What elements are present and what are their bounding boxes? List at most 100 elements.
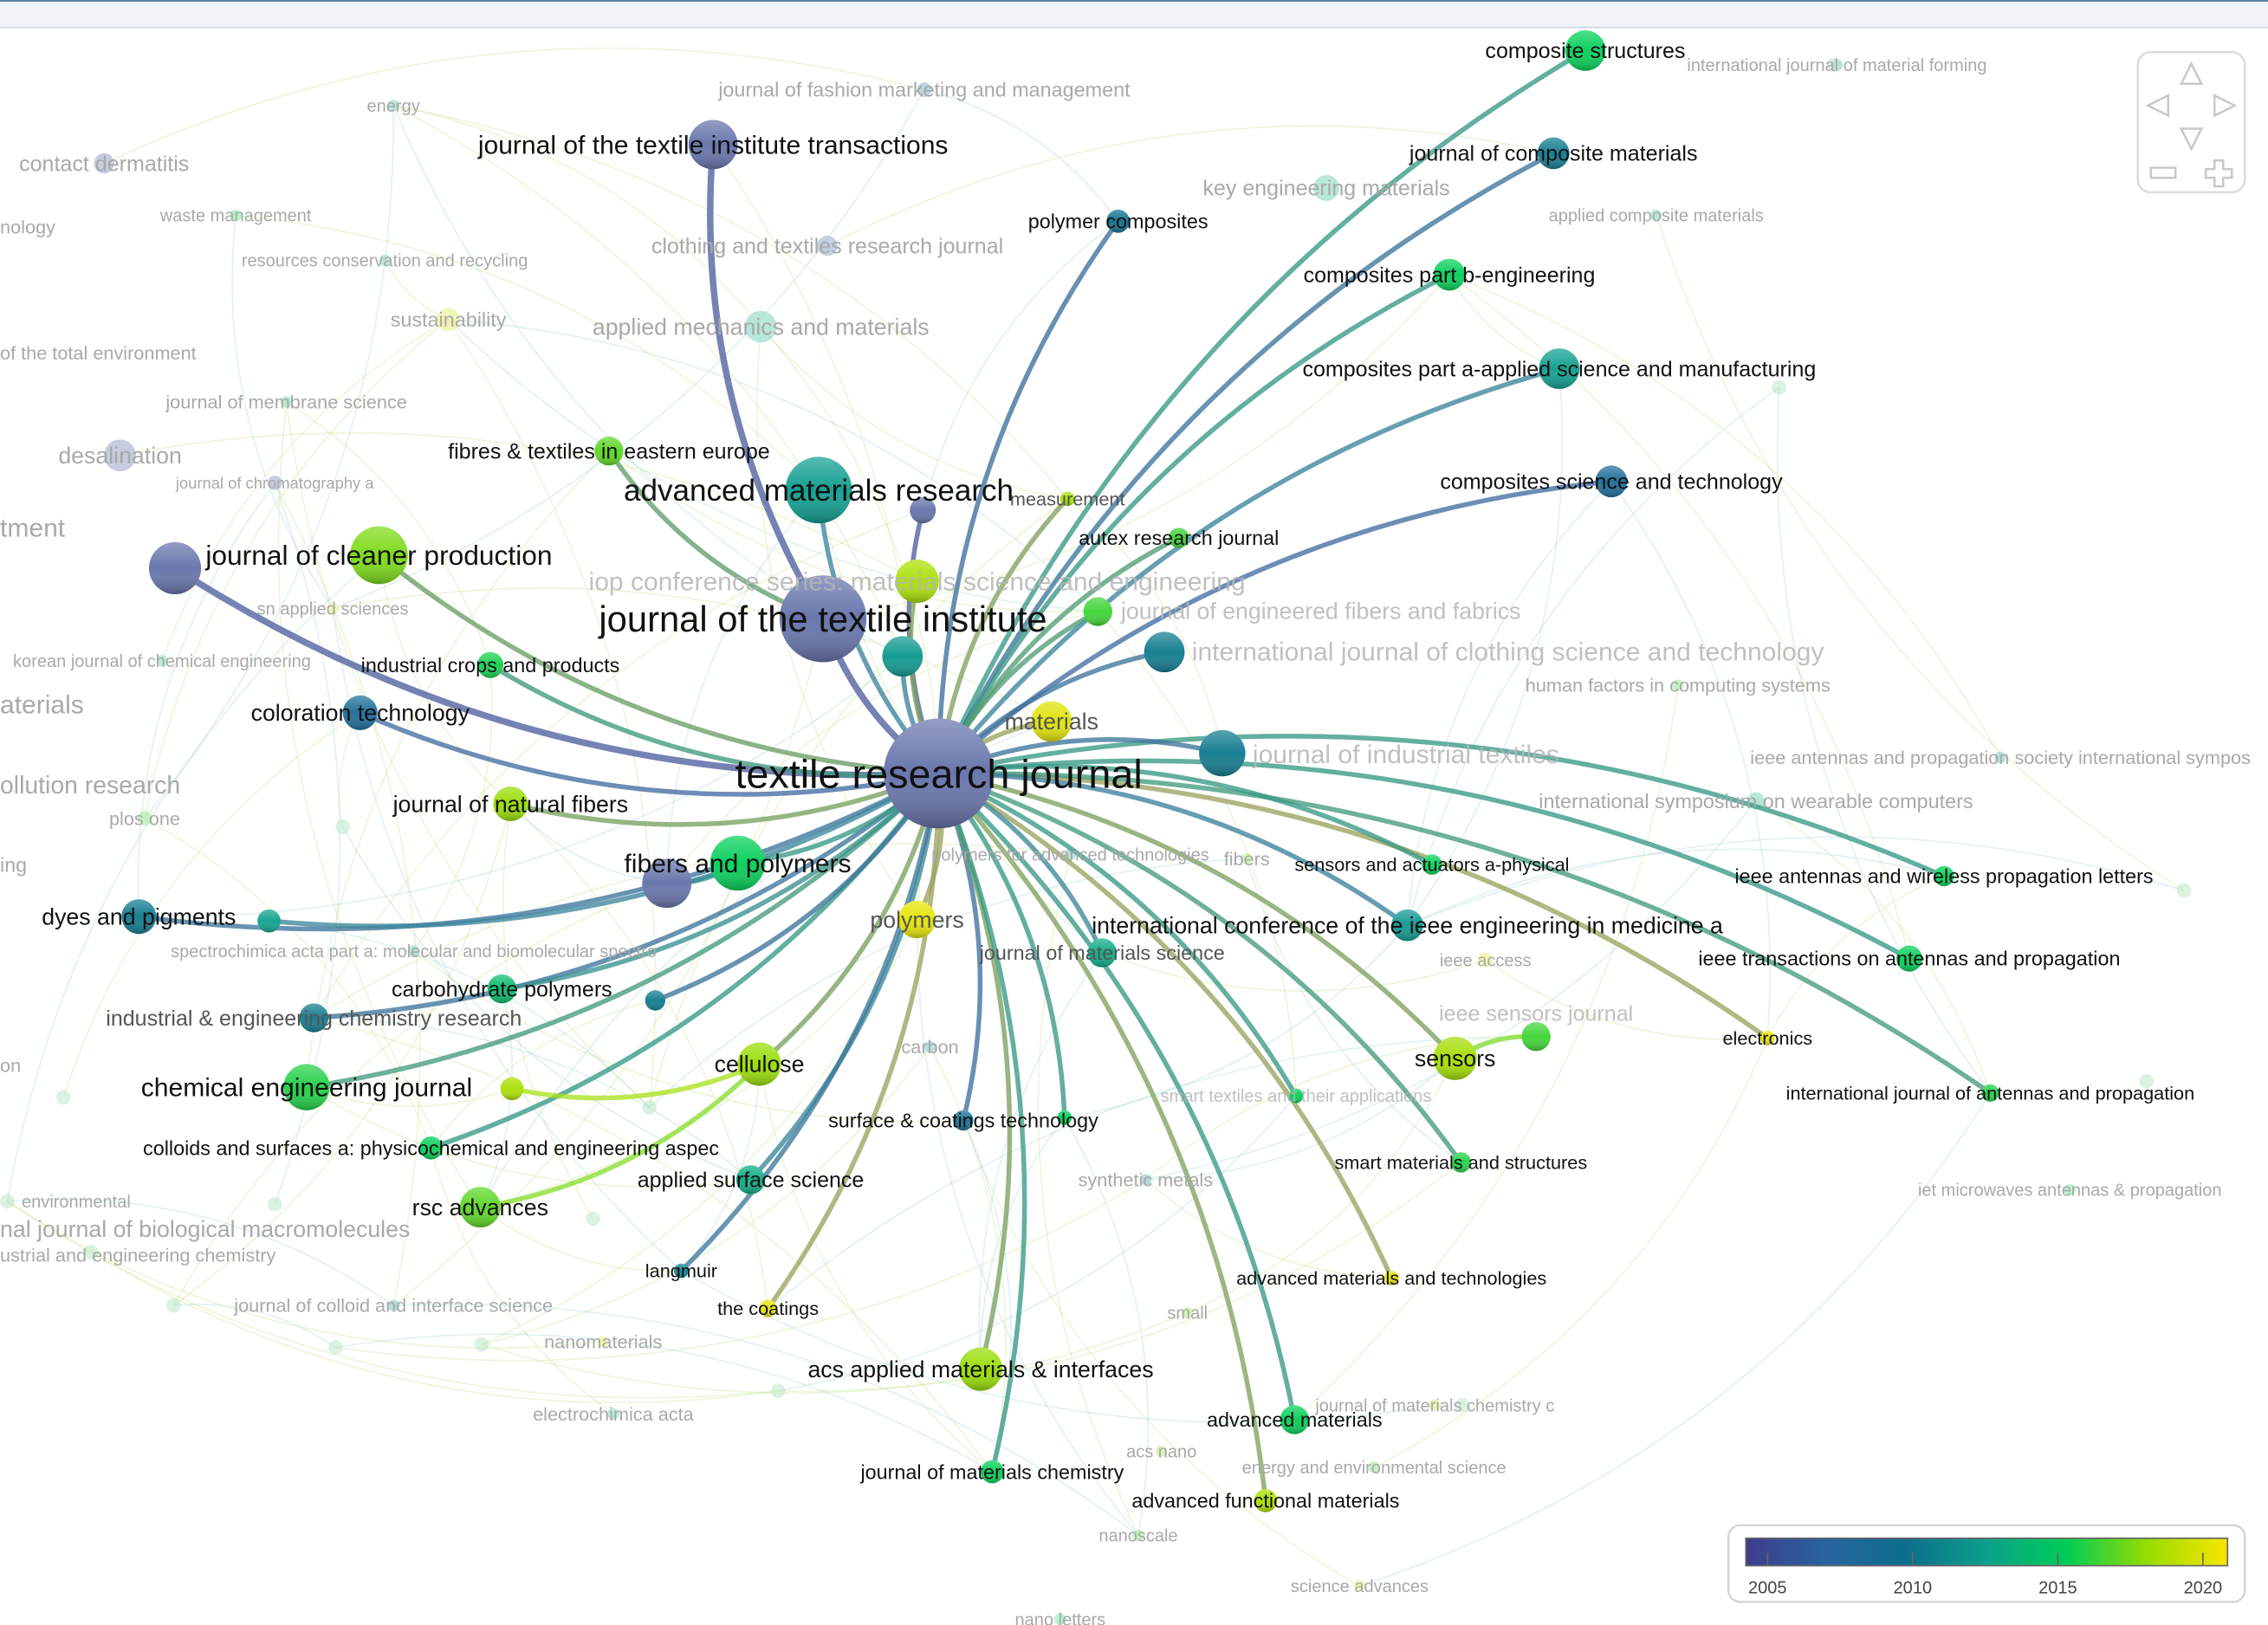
network-node[interactable] — [1169, 528, 1189, 548]
pan-up-icon[interactable] — [2179, 61, 2204, 86]
background-node-label[interactable]: plos one — [109, 807, 180, 829]
background-node[interactable] — [1455, 1397, 1470, 1413]
background-node[interactable] — [923, 1040, 936, 1053]
network-node[interactable] — [1254, 1489, 1278, 1512]
background-node[interactable] — [770, 1383, 786, 1398]
network-node[interactable] — [958, 1347, 1003, 1391]
background-node-label[interactable]: nanoscale — [1098, 1527, 1177, 1546]
node-label[interactable]: journal of engineered fibers and fabrics — [1120, 598, 1520, 624]
background-node-label[interactable]: human factors in computing systems — [1526, 675, 1831, 696]
node-label[interactable]: materials — [1005, 709, 1098, 735]
background-node[interactable] — [1772, 379, 1787, 395]
network-node[interactable] — [299, 1003, 329, 1033]
network-node[interactable] — [1144, 631, 1185, 673]
network-node[interactable] — [688, 120, 738, 170]
pan-left-icon[interactable] — [2145, 94, 2170, 118]
network-node[interactable] — [1934, 865, 1954, 887]
node-label[interactable]: fibres & textiles in eastern europe — [448, 440, 770, 464]
background-node[interactable] — [0, 1194, 15, 1209]
network-node[interactable] — [1383, 1271, 1399, 1285]
background-node-label[interactable]: of the total environment — [0, 342, 197, 364]
network-node[interactable] — [1288, 1088, 1304, 1104]
network-node[interactable] — [257, 909, 281, 933]
network-node[interactable] — [735, 1165, 766, 1194]
network-node[interactable] — [759, 1299, 777, 1317]
background-node[interactable] — [267, 1196, 282, 1212]
background-node[interactable] — [1429, 1399, 1441, 1411]
node-label[interactable]: langmuir — [645, 1260, 717, 1282]
background-node[interactable] — [917, 82, 932, 97]
zoom-out-icon[interactable] — [2149, 166, 2177, 179]
node-label[interactable]: journal of natural fibers — [392, 791, 629, 817]
background-node[interactable] — [1139, 1174, 1152, 1186]
background-node-label[interactable]: journal of chromatography a — [175, 474, 374, 492]
network-node[interactable] — [897, 900, 936, 939]
background-node[interactable] — [2064, 1183, 2076, 1196]
background-node-label[interactable]: nal journal of biological macromolecules — [0, 1216, 410, 1242]
background-node[interactable] — [1994, 751, 2006, 764]
background-node[interactable] — [1132, 1529, 1144, 1542]
background-node[interactable] — [642, 1100, 658, 1115]
background-node-label[interactable]: journal of membrane science — [165, 392, 407, 413]
background-node-label[interactable]: ing — [0, 853, 27, 876]
network-node[interactable] — [487, 974, 517, 1004]
node-label[interactable]: acs applied materials & interfaces — [807, 1356, 1153, 1382]
node-label[interactable]: composites science and technology — [1440, 470, 1783, 495]
background-node-label[interactable]: polymers for advanced technologies — [931, 845, 1209, 864]
background-node-label[interactable]: small — [1167, 1305, 1208, 1324]
network-node[interactable] — [1087, 938, 1117, 968]
network-node[interactable] — [882, 636, 923, 677]
background-node[interactable] — [94, 152, 114, 174]
node-label[interactable]: dyes and pigments — [42, 904, 236, 930]
network-node[interactable] — [642, 858, 692, 909]
node-label[interactable]: carbohydrate polymers — [392, 977, 612, 1001]
background-node-label[interactable]: journal of materials chemistry c — [1314, 1396, 1554, 1415]
background-node-label[interactable]: korean journal of chemical engineering — [13, 652, 311, 671]
node-label[interactable]: ieee sensors journal — [1439, 1001, 1633, 1026]
network-node[interactable] — [981, 1460, 1004, 1484]
background-node[interactable] — [137, 811, 152, 826]
network-node[interactable] — [910, 497, 936, 524]
background-node[interactable] — [817, 236, 838, 256]
pan-right-icon[interactable] — [2213, 94, 2238, 118]
node-label[interactable]: sensors — [1415, 1046, 1495, 1071]
network-node[interactable] — [1057, 1110, 1072, 1125]
background-node[interactable] — [166, 1298, 181, 1313]
background-node-label[interactable]: waste management — [159, 207, 312, 226]
network-node[interactable] — [342, 695, 378, 730]
background-node-label[interactable]: ustrial and engineering chemistry — [0, 1244, 275, 1266]
background-node[interactable] — [1241, 852, 1253, 865]
background-node[interactable] — [104, 439, 136, 472]
network-node[interactable] — [737, 1042, 781, 1086]
background-node[interactable] — [1353, 1580, 1366, 1592]
network-node[interactable] — [493, 786, 528, 822]
node-label[interactable]: fibers and polymers — [624, 850, 851, 878]
network-node[interactable] — [1759, 1031, 1775, 1046]
background-node-label[interactable]: international symposium on wearable comp… — [1539, 790, 1973, 812]
network-node[interactable] — [594, 437, 624, 466]
background-node[interactable] — [280, 396, 293, 408]
background-node[interactable] — [335, 819, 351, 835]
network-node[interactable] — [645, 990, 666, 1011]
background-node-label[interactable]: energy — [367, 97, 420, 116]
network-node[interactable] — [1433, 258, 1466, 291]
background-node[interactable] — [1054, 1613, 1066, 1625]
background-node-label[interactable]: energy and environmental science — [1242, 1459, 1507, 1478]
network-node[interactable] — [1595, 465, 1628, 498]
background-node-label[interactable]: ieee antennas and propagation society in… — [1750, 747, 2251, 768]
background-node-label[interactable]: ollution research — [0, 772, 180, 800]
network-node[interactable] — [1895, 945, 1922, 972]
background-node-label[interactable]: contact dermatitis — [19, 152, 189, 176]
network-node[interactable] — [1433, 1036, 1477, 1080]
network-node[interactable] — [1981, 1084, 1999, 1102]
network-node[interactable] — [500, 1077, 524, 1101]
background-node[interactable] — [83, 1245, 99, 1259]
network-node[interactable] — [476, 651, 504, 678]
node-label[interactable]: polymer composites — [1028, 210, 1209, 233]
network-node[interactable] — [1539, 348, 1580, 389]
background-node[interactable] — [379, 254, 391, 267]
network-node[interactable] — [1280, 1405, 1310, 1434]
network-node[interactable] — [710, 835, 766, 891]
background-node[interactable] — [1182, 1306, 1194, 1319]
node-label[interactable]: composites part b-engineering — [1304, 263, 1596, 288]
